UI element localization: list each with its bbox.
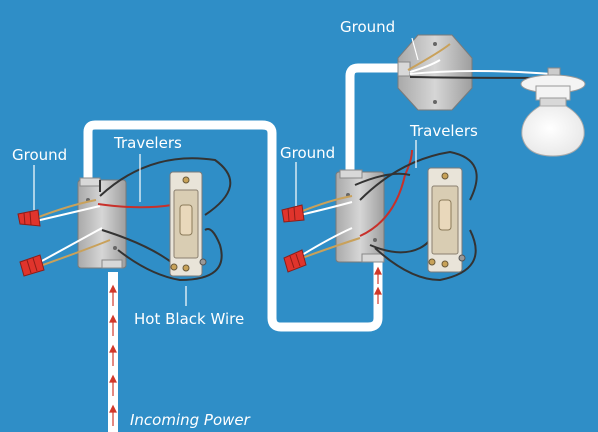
wire-nut-icon (17, 209, 41, 227)
label-incoming-power: Incoming Power (130, 411, 251, 429)
switch-box-icon (335, 169, 385, 263)
label-ground-middle: Ground (280, 144, 335, 162)
wire-nut-icon (19, 254, 45, 277)
conduit (83, 63, 398, 332)
incoming-power-conduit (108, 272, 118, 432)
light-bulb-icon (520, 67, 586, 157)
three-way-switch-icon (169, 171, 207, 277)
switch-box-icon (77, 177, 127, 269)
return-arrows (374, 266, 382, 304)
label-travelers-left: Travelers (113, 134, 182, 152)
wire-nut-icon (281, 204, 305, 223)
label-pointers (33, 37, 419, 306)
label-ground-top: Ground (340, 18, 395, 36)
wire-nut-icon (283, 249, 307, 273)
label-ground-left: Ground (12, 146, 67, 164)
three-way-switch-icon (427, 167, 466, 273)
power-arrows (109, 284, 117, 426)
label-hot-black-wire: Hot Black Wire (134, 310, 244, 328)
middle-wires (299, 149, 478, 282)
label-travelers-right: Travelers (409, 122, 478, 140)
